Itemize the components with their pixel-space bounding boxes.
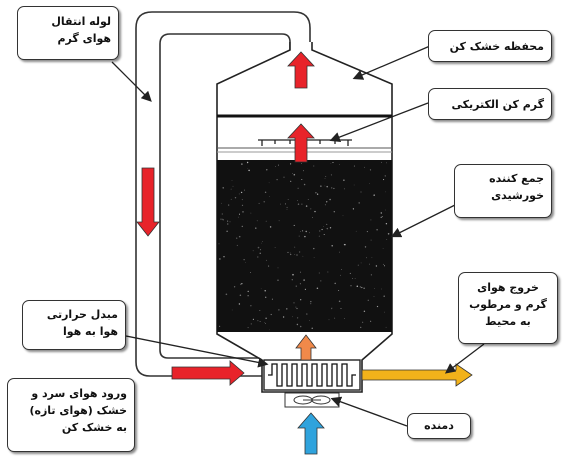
pointer-dryer-chamber (352, 45, 431, 80)
label-hot-air-pipe-line-1: لوله انتقال (51, 15, 111, 28)
hot-air-up-arrow-heater (287, 123, 315, 163)
warm-air-up-arrow (295, 334, 317, 361)
label-blower: دمنده (407, 413, 471, 439)
heat-exchanger (263, 359, 361, 391)
hot-air-up-arrow-top (287, 51, 315, 89)
blower-fan-icon (284, 392, 340, 408)
label-heat-exchanger-line-2: هوا به هوا (62, 325, 118, 339)
pointer-electric-heater (329, 102, 429, 143)
hot-air-right-arrow-bottom (171, 360, 245, 386)
hot-air-pipe-inner (159, 33, 291, 359)
label-exhaust: خروج هوای گرم و مرطوب به محیط (458, 272, 558, 344)
label-blower-line-1: دمنده (424, 419, 454, 432)
pointer-blower (330, 396, 408, 427)
label-inlet-line-3: به خشک کن (61, 421, 127, 435)
label-inlet: ورود هوای سرد و خشک (هوای تازه) به خشک ک… (7, 378, 135, 452)
label-dryer-chamber: محفظه خشک کن (428, 30, 552, 62)
pointer-exhaust (444, 343, 485, 374)
label-inlet-line-1: ورود هوای سرد و (31, 387, 127, 400)
label-heat-exchanger-line-1: مبدل حرارتی (46, 308, 118, 321)
label-electric-heater-line-1: گرم کن الکتریکی (451, 98, 544, 111)
exhaust-right-arrow (361, 363, 473, 387)
label-solar-collector-line-1: جمع کننده (489, 172, 544, 185)
hot-air-pipe-outer (135, 11, 311, 377)
label-exhaust-line-3: به محیط (485, 315, 531, 329)
label-solar-collector-line-2: خورشیدی (491, 189, 544, 203)
label-inlet-line-2: خشک (هوای تازه) (29, 404, 127, 418)
label-electric-heater: گرم کن الکتریکی (428, 88, 552, 120)
hot-air-down-arrow-pipe (136, 167, 160, 237)
label-hot-air-pipe-line-2: هوای گرم (57, 32, 111, 46)
pointer-hot-air-pipe (111, 61, 152, 102)
label-exhaust-line-1: خروج هوای (477, 281, 539, 294)
solar-collector (217, 160, 392, 332)
label-heat-exchanger: مبدل حرارتی هوا به هوا (22, 300, 126, 350)
label-solar-collector: جمع کننده خورشیدی (454, 164, 552, 218)
pointer-heat-exchanger (125, 335, 269, 368)
label-dryer-chamber-line-1: محفظه خشک کن (449, 40, 544, 53)
label-exhaust-line-2: گرم و مرطوب (469, 298, 547, 312)
pointer-solar-collector (390, 204, 456, 238)
solar-collector-speckles (218, 161, 390, 331)
label-hot-air-pipe: لوله انتقال هوای گرم (17, 6, 119, 60)
fresh-air-up-arrow (297, 412, 325, 455)
